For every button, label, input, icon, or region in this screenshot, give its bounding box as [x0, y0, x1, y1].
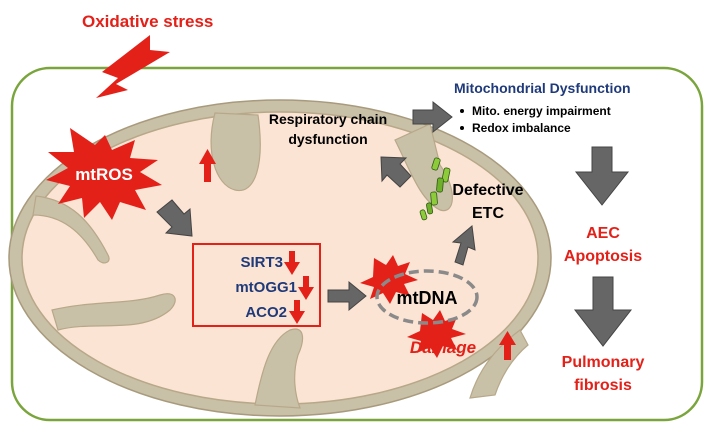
- mito-dysfunction-bullet: Redox imbalance: [472, 121, 571, 135]
- defective-etc-label-line2: ETC: [472, 205, 504, 222]
- mtros-label: mtROS: [75, 165, 133, 184]
- increase-arrow-icon: [199, 149, 216, 182]
- arrow-mtros-to-box: [156, 199, 193, 237]
- bullet-dot: [460, 109, 464, 113]
- box-item-aco2: ACO2: [245, 304, 287, 321]
- defective-etc-label: Defective: [452, 182, 523, 199]
- arrow-mtdna-to-etc: [451, 225, 476, 266]
- decrease-arrow-icon: [289, 300, 305, 324]
- arrow-etc-to-respiratory: [380, 156, 412, 188]
- mtdna-circle: [375, 269, 479, 325]
- mtdna-label: mtDNA: [397, 288, 458, 308]
- sirt3-box: [192, 243, 321, 327]
- damage-label: Damage: [410, 338, 476, 357]
- etc-complex-icon: [419, 157, 451, 221]
- lightning-bolt-icon: [96, 35, 170, 98]
- arrow-box-to-mtdna: [327, 280, 367, 312]
- bullet-dot: [460, 126, 464, 130]
- box-item-mtogg1: mtOGG1: [235, 279, 297, 296]
- arrow-respiratory-to-mito: [412, 100, 453, 134]
- box-item-sirt3: SIRT3: [240, 254, 283, 271]
- respiratory-chain-label: Respiratory chain: [269, 111, 387, 127]
- aec-label: AEC: [586, 225, 620, 242]
- respiratory-chain-label-line2: dysfunction: [288, 131, 367, 147]
- arrow-aec-to-pulmonary: [573, 276, 633, 347]
- pulmonary-fibrosis-label: Pulmonary: [562, 354, 645, 371]
- decrease-arrow-icon: [284, 251, 300, 275]
- aec-label-line2: Apoptosis: [564, 248, 642, 265]
- pulmonary-fibrosis-label-line2: fibrosis: [574, 377, 632, 394]
- mito-dysfunction-heading: Mitochondrial Dysfunction: [454, 80, 631, 96]
- decrease-arrow-icon: [298, 276, 314, 300]
- diagram-title: Oxidative stress: [82, 12, 213, 31]
- increase-arrow-icon: [499, 331, 516, 360]
- mito-dysfunction-bullet: Mito. energy impairment: [472, 104, 611, 118]
- arrow-mito-to-aec: [574, 146, 630, 206]
- mtros-starburst-icon: [46, 128, 162, 220]
